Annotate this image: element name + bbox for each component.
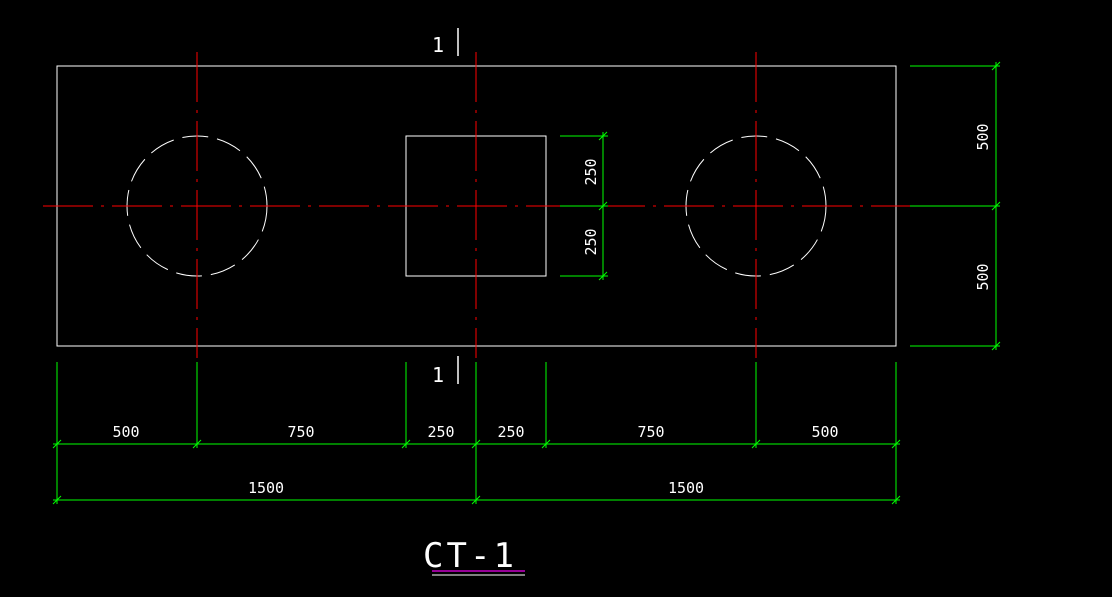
dim-text: 500 [811,423,838,441]
dim-tick [598,131,608,141]
dim-tick [991,341,1001,351]
dim-tick [401,439,411,449]
section-mark-top: 1 [432,28,459,57]
dim-text: 500 [112,423,139,441]
dim-text: 250 [427,423,454,441]
dim-tick [52,495,62,505]
section-mark-top-label: 1 [432,33,444,57]
dim-text: 500 [974,263,992,290]
dim-text: 1500 [248,479,284,497]
dim-tick [471,439,481,449]
dimension-texts-column: 250 250 [582,158,600,255]
dim-tick [52,439,62,449]
dim-tick [598,201,608,211]
dimension-texts-right: 500 500 [974,123,992,290]
dim-text: 1500 [668,479,704,497]
dim-tick [891,439,901,449]
dim-tick [991,61,1001,71]
dim-tick [891,495,901,505]
dim-text: 250 [582,158,600,185]
dim-tick [751,439,761,449]
dimension-lines [52,61,1001,505]
dim-tick [991,201,1001,211]
dim-tick [598,271,608,281]
dim-text: 250 [582,228,600,255]
centerlines [43,52,910,358]
dim-tick [471,495,481,505]
dimension-texts-total: 1500 1500 [248,479,704,497]
dim-text: 750 [287,423,314,441]
dim-tick [192,439,202,449]
dim-tick [541,439,551,449]
drawing-title: CT-1 [423,536,517,576]
dim-text: 750 [637,423,664,441]
section-mark-bottom-label: 1 [432,363,444,387]
section-mark-bottom: 1 [432,356,459,387]
dim-text: 500 [974,123,992,150]
dim-text: 250 [497,423,524,441]
dimension-texts-bottom: 500 750 250 250 750 500 [112,423,838,441]
